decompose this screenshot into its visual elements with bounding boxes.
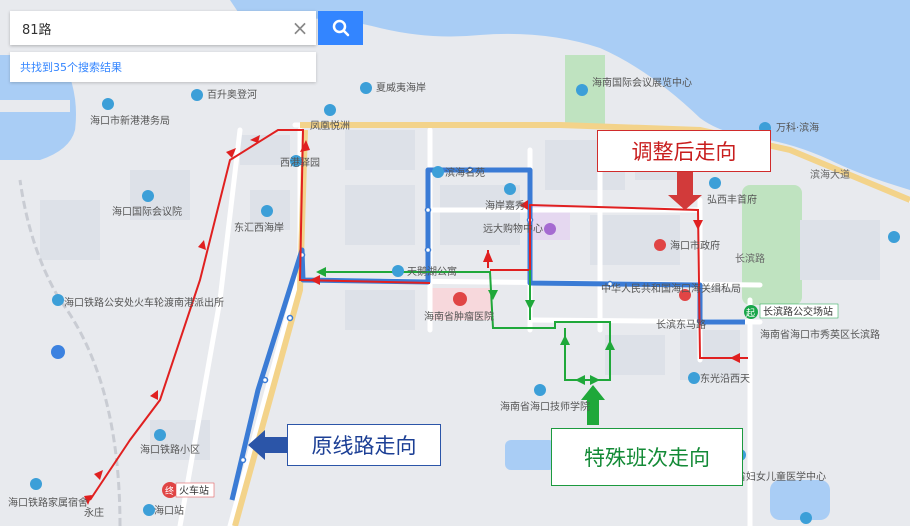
poi-hospital: 海南省肿瘤医院: [424, 310, 494, 323]
special-callout-arrow: [581, 385, 605, 425]
end-stop-marker[interactable]: 终 火车站: [162, 482, 215, 498]
poi-haian: 海岸嘉秀: [485, 199, 525, 212]
poi-maternal: 省妇女儿童医学中心: [736, 470, 826, 483]
poi-shizhengfu: 海口市政府: [670, 239, 720, 252]
poi-dongguang: 东光沿西天: [700, 372, 750, 385]
poi-xiawei: 夏威夷海岸: [376, 81, 426, 94]
search-input[interactable]: [20, 19, 274, 37]
end-stop-label: 火车站: [179, 484, 209, 497]
original-callout-arrow: [248, 430, 287, 460]
poi-hongxi: 弘西丰首府: [707, 193, 757, 206]
poi-tianyi: 天鹅湖公寓: [407, 265, 457, 278]
search-result-link[interactable]: 共找到35个搜索结果: [20, 61, 122, 74]
poi-haikou-station: 海口站: [154, 504, 184, 517]
poi-changbin-east: 长滨东马路: [656, 318, 706, 331]
park-area: [742, 185, 802, 305]
poi-yongzhuang: 永庄: [84, 506, 104, 519]
poi-haikou-xingang: 海口市新港港务局: [90, 114, 170, 127]
pier: [0, 100, 70, 112]
poi-customs: 中华人民共和国海口海关缉私局: [601, 282, 741, 295]
start-badge: 起: [746, 308, 755, 319]
poi-donghui: 东汇西海岸: [234, 221, 284, 234]
end-badge: 终: [165, 485, 174, 497]
poi-binhai: 滨海名苑: [445, 166, 485, 179]
poi-baiteng: 百升奥登河: [207, 88, 257, 101]
search-box: ×: [10, 11, 316, 45]
sea-water: [0, 0, 910, 190]
poi-wanke: 万科·滨海: [776, 121, 819, 134]
poi-railway-police: 海口铁路公安处火车轮渡南港派出所: [64, 296, 224, 309]
adjusted-route-callout: 调整后走向: [597, 130, 771, 172]
poi-yuanda: 远大购物中心: [483, 222, 543, 235]
adjusted-callout-arrow: [668, 170, 702, 210]
poi-tech-school: 海南省海口技师学院: [500, 400, 590, 413]
clear-icon[interactable]: ×: [291, 16, 309, 40]
poi-conf-courtyard: 海口国际会议院: [112, 205, 182, 218]
road-changbin: 长滨路: [735, 252, 765, 265]
poi-tielu-jia: 海口铁路家属宿舍: [8, 496, 88, 509]
poi-conf-center: 海南国际会议展览中心: [592, 76, 692, 89]
search-icon: [332, 19, 349, 37]
poi-fenghuang: 凤凰悦洲: [310, 119, 350, 132]
original-route-callout: 原线路走向: [287, 424, 441, 466]
road-binhai: 滨海大道: [810, 168, 850, 181]
search-button[interactable]: [318, 11, 363, 45]
start-stop-label: 长滨路公交场站: [763, 305, 833, 318]
search-result-bar: 共找到35个搜索结果: [10, 52, 316, 82]
poi-xiuying: 海南省海口市秀英区长滨路: [760, 328, 880, 341]
poi-xihai: 西港驿园: [280, 157, 320, 169]
start-stop-marker[interactable]: 起 长滨路公交场站: [744, 303, 839, 319]
special-route-callout: 特殊班次走向: [551, 428, 743, 486]
poi-tielu: 海口铁路小区: [140, 443, 200, 456]
